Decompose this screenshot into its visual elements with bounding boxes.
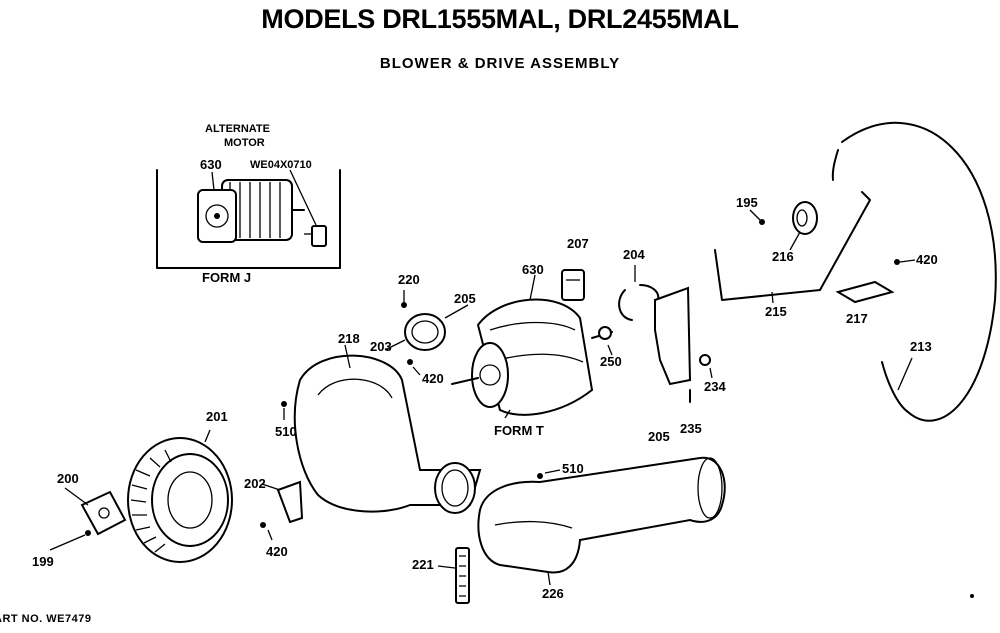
label-213: 213 (910, 339, 932, 354)
label-form-t: FORM T (494, 423, 544, 438)
label-form-j: FORM J (202, 270, 252, 285)
label-630-inset: 630 (200, 157, 222, 172)
motor-shaft-part (607, 344, 613, 356)
idler-pulley (749, 201, 818, 251)
page-title: MODELS DRL1555MAL, DRL2455MAL (261, 4, 739, 34)
blower-bracket (260, 480, 304, 541)
label-234: 234 (704, 379, 726, 394)
label-200: 200 (57, 471, 79, 486)
label-221: 221 (412, 557, 434, 572)
foam-strip (437, 547, 470, 604)
idler-arm (714, 191, 871, 304)
label-199: 199 (32, 554, 54, 569)
label-204: 204 (623, 247, 645, 262)
label-218: 218 (338, 331, 360, 346)
label-420-top: 420 (916, 252, 938, 267)
inset-heading-line2: MOTOR (224, 137, 265, 149)
label-630: 630 (522, 262, 544, 277)
alternate-motor-inset (156, 169, 341, 269)
label-195: 195 (736, 195, 758, 210)
label-235: 235 (680, 421, 702, 436)
label-motor-code: WE04X0710 (250, 159, 312, 171)
label-205-bottom: 205 (648, 429, 670, 444)
label-205-top: 205 (454, 291, 476, 306)
label-420-mid: 420 (422, 371, 444, 386)
drive-motor (451, 274, 613, 419)
page-subtitle: BLOWER & DRIVE ASSEMBLY (379, 55, 621, 72)
blower-wheel (127, 429, 233, 563)
label-420-bottom: 420 (266, 544, 288, 559)
art-number: ART NO. WE7479 (0, 613, 92, 625)
inset-heading-line1: ALTERNATE (205, 123, 270, 135)
label-220: 220 (398, 272, 420, 287)
exhaust-duct (477, 456, 726, 586)
motor-switch (561, 269, 585, 301)
label-203: 203 (370, 339, 392, 354)
label-215: 215 (765, 304, 787, 319)
drum-belt (831, 121, 997, 422)
blower-nut-assembly (49, 487, 127, 551)
motor-mount (618, 265, 713, 403)
idler-bracket (835, 259, 916, 304)
label-216: 216 (772, 249, 794, 264)
motor-ring-clamp (384, 290, 469, 376)
label-201: 201 (206, 409, 228, 424)
label-207: 207 (567, 236, 589, 251)
label-250: 250 (600, 354, 622, 369)
label-217: 217 (846, 311, 868, 326)
label-510-left: 510 (275, 424, 297, 439)
label-510-right: 510 (562, 461, 584, 476)
label-202: 202 (244, 476, 266, 491)
blower-housing (281, 344, 482, 514)
label-226: 226 (542, 586, 564, 601)
